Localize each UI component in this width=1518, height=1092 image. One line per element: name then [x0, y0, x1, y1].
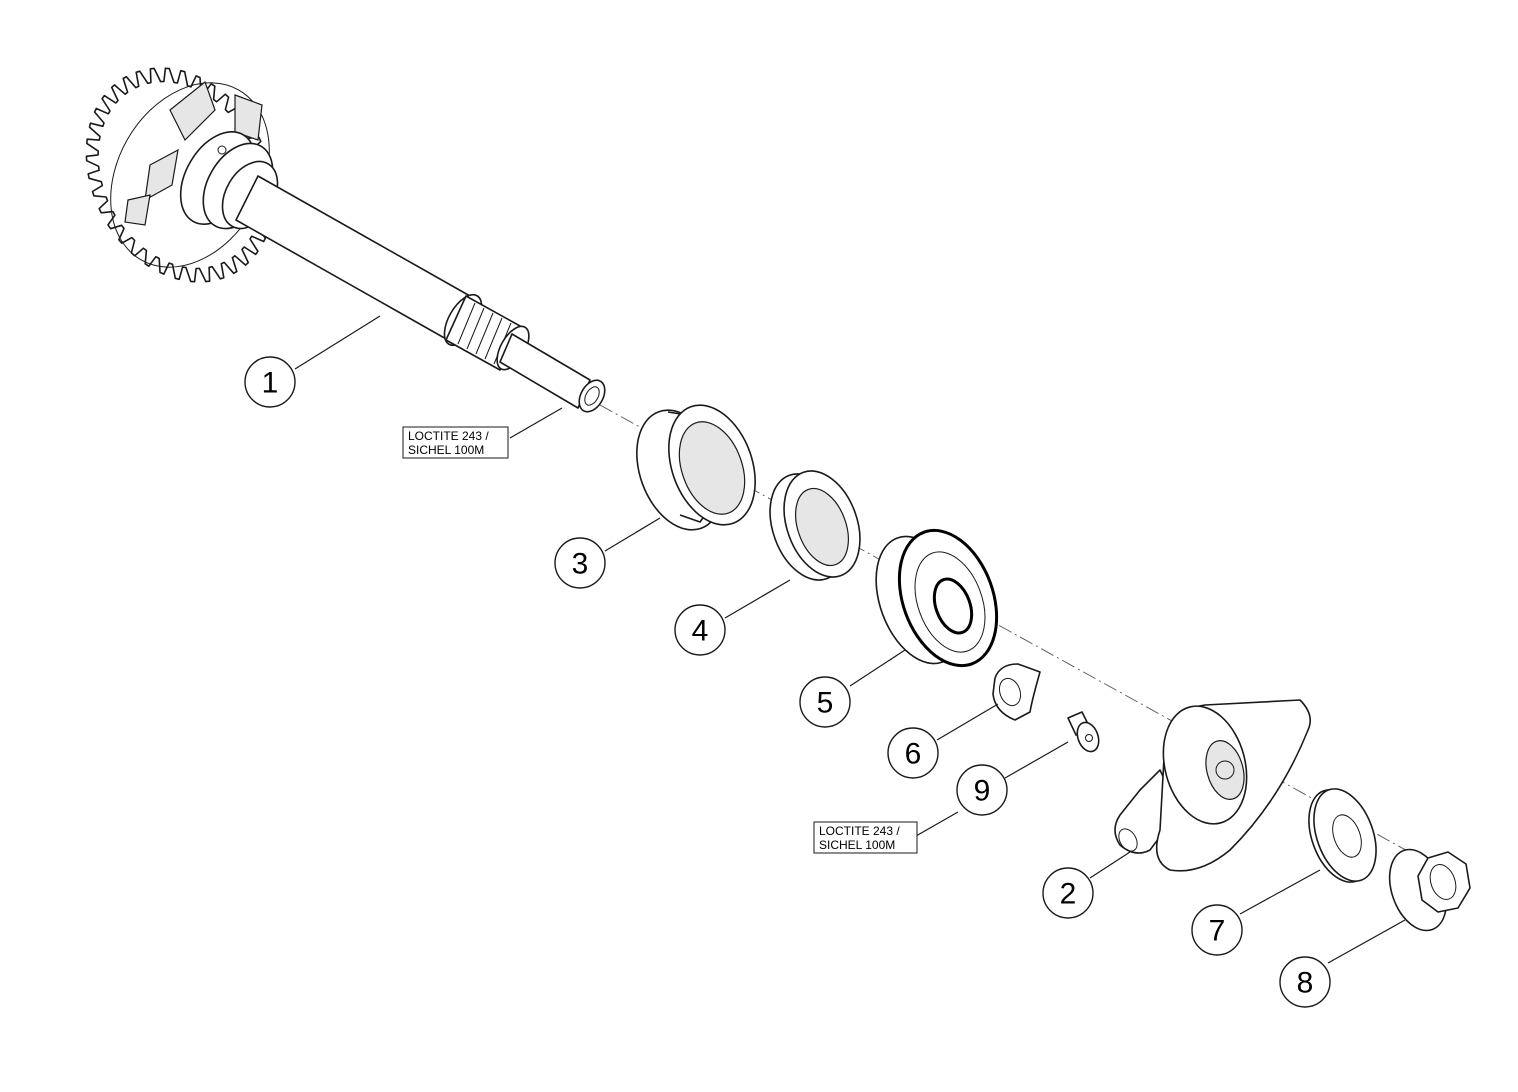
callout-9: 9 — [956, 764, 1008, 816]
leader-1 — [294, 315, 381, 370]
leader-lines — [294, 315, 1406, 964]
leader-3 — [604, 517, 661, 552]
leader-7 — [1239, 869, 1321, 915]
part-3-spacer — [636, 404, 756, 531]
callout-4: 4 — [674, 604, 726, 656]
leader-8 — [1327, 919, 1406, 964]
part-9-screw — [1067, 711, 1100, 753]
svg-text:9: 9 — [974, 775, 991, 808]
svg-text:1: 1 — [262, 367, 279, 400]
svg-text:LOCTITE 243 /: LOCTITE 243 / — [408, 429, 489, 443]
svg-text:SICHEL 100M: SICHEL 100M — [819, 838, 895, 852]
svg-text:LOCTITE 243 /: LOCTITE 243 / — [819, 824, 900, 838]
callout-2: 2 — [1042, 867, 1094, 919]
svg-text:7: 7 — [1209, 915, 1226, 948]
svg-text:2: 2 — [1060, 878, 1077, 911]
note-loctite-1: LOCTITE 243 / SICHEL 100M — [402, 426, 509, 459]
part-1-gear-shaft — [85, 67, 606, 413]
part-5-bearing — [875, 528, 999, 668]
svg-text:8: 8 — [1297, 967, 1314, 1000]
svg-text:3: 3 — [572, 548, 589, 581]
callout-3: 3 — [554, 537, 606, 589]
callout-7: 7 — [1191, 904, 1243, 956]
part-2-crank-arm — [1114, 699, 1311, 872]
callout-1: 1 — [244, 356, 296, 408]
part-8-flange-nut — [1388, 848, 1471, 932]
callout-8: 8 — [1279, 956, 1331, 1008]
svg-text:6: 6 — [905, 738, 922, 771]
leader-9 — [1004, 741, 1069, 779]
svg-text:4: 4 — [692, 615, 709, 648]
part-4-seal-ring — [769, 470, 861, 581]
leader-note-1 — [509, 407, 563, 439]
svg-text:5: 5 — [817, 687, 834, 720]
svg-text:SICHEL 100M: SICHEL 100M — [408, 443, 484, 457]
leader-note-2 — [915, 811, 959, 837]
note-loctite-2: LOCTITE 243 / SICHEL 100M — [813, 821, 918, 854]
part-6-lock-plate — [992, 663, 1041, 721]
leader-6 — [936, 703, 999, 741]
shaft — [179, 131, 606, 413]
part-7-washer — [1308, 788, 1377, 883]
leader-4 — [724, 579, 791, 619]
leader-2 — [1089, 851, 1131, 879]
leader-5 — [849, 649, 906, 687]
callout-6: 6 — [887, 727, 939, 779]
callout-5: 5 — [799, 676, 851, 728]
